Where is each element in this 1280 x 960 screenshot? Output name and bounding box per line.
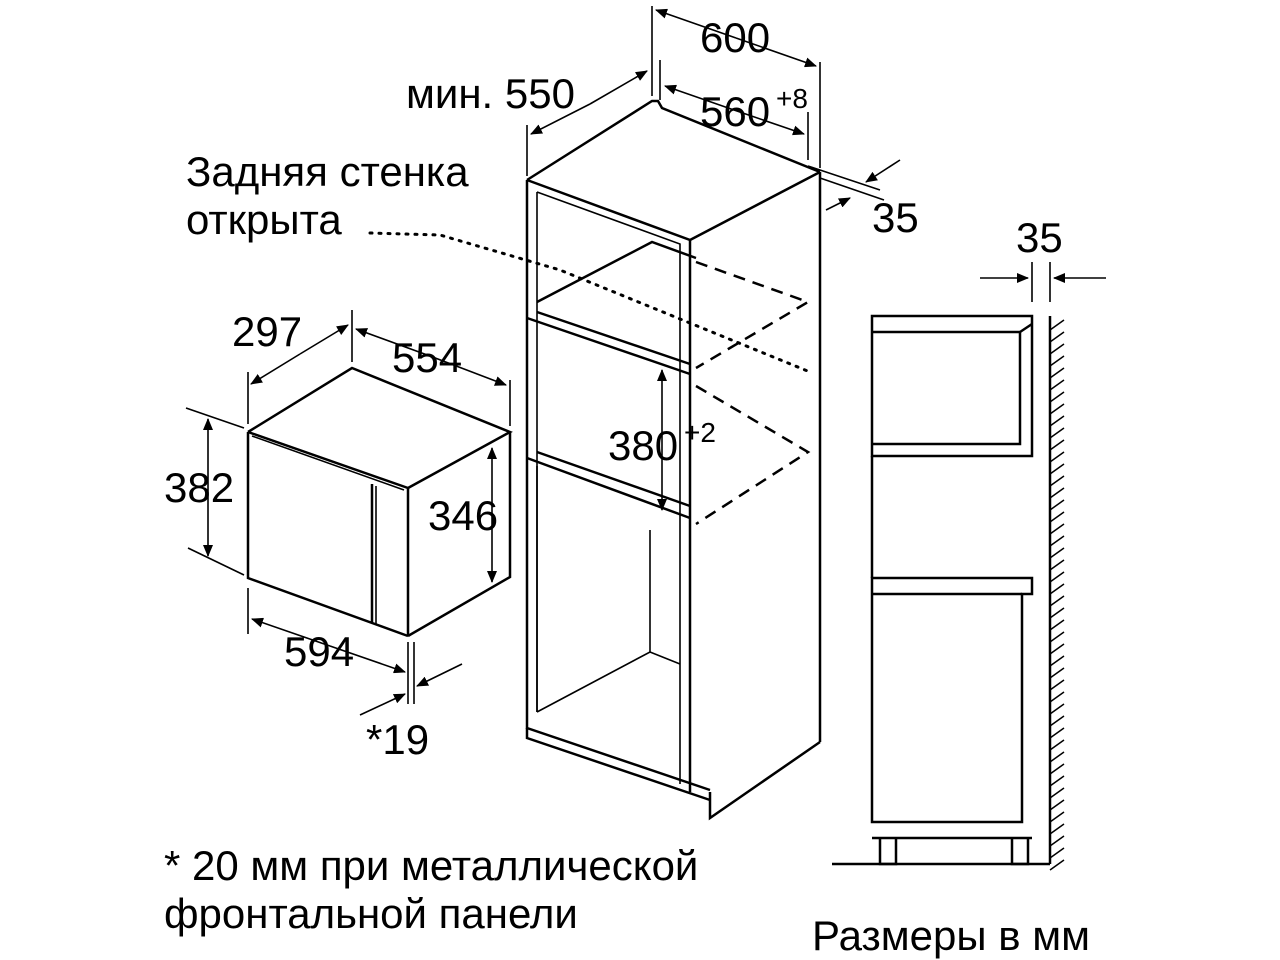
- dim-min-550-label: мин. 550: [406, 70, 575, 117]
- microwave-dimension-lines: [185, 310, 511, 716]
- wall-hatch-line: [1049, 547, 1065, 559]
- wall-hatch-line: [1049, 811, 1065, 823]
- footnote-line2: фронтальной панели: [164, 890, 578, 937]
- wall-hatch-line: [1049, 655, 1065, 667]
- wall-hatch-line: [1049, 643, 1065, 655]
- wall-hatch-line: [1049, 331, 1065, 343]
- wall-hatch-line: [1049, 703, 1065, 715]
- dim-35-side-label: 35: [1016, 214, 1063, 261]
- wall-hatch-line: [1049, 475, 1065, 487]
- wall-hatch-line: [1049, 775, 1065, 787]
- tall-cabinet-drawing: [368, 99, 822, 821]
- microwave-drawing: [246, 366, 513, 638]
- dim-382-label: 382: [164, 464, 234, 511]
- wall-hatch-line: [1049, 607, 1065, 619]
- dim-380-label: 380: [608, 422, 678, 469]
- wall-hatch-line: [1049, 799, 1065, 811]
- wall-hatch-line: [1049, 499, 1065, 511]
- wall-hatch-line: [1049, 739, 1065, 751]
- wall-hatch-line: [1049, 427, 1065, 439]
- wall-hatch-line: [1049, 667, 1065, 679]
- wall-hatch-line: [1049, 415, 1065, 427]
- dim-560-tolerance: +8: [776, 83, 808, 114]
- wall-hatch-line: [1049, 847, 1065, 859]
- wall-hatch-line: [1049, 403, 1065, 415]
- wall-hatch-line: [1049, 343, 1065, 355]
- wall-hatch-line: [1049, 487, 1065, 499]
- wall-hatch-line: [1049, 523, 1065, 535]
- wall-hatching: [1049, 319, 1065, 871]
- wall-hatch-line: [1049, 787, 1065, 799]
- wall-hatch-line: [1049, 751, 1065, 763]
- wall-hatch-line: [1049, 535, 1065, 547]
- wall-hatch-line: [1049, 859, 1065, 871]
- wall-hatch-line: [1049, 355, 1065, 367]
- wall-hatch-line: [1049, 835, 1065, 847]
- units-note: Размеры в мм: [812, 912, 1090, 959]
- side-view-drawing: [832, 262, 1106, 866]
- wall-hatch-line: [1049, 559, 1065, 571]
- rear-wall-note-line2: открыта: [186, 196, 342, 243]
- wall-hatch-line: [1049, 511, 1065, 523]
- dim-380-tolerance: +2: [684, 417, 716, 448]
- dim-346-label: 346: [428, 492, 498, 539]
- cabinet-dimension-lines: [526, 6, 901, 511]
- wall-hatch-line: [1049, 727, 1065, 739]
- dim-594-label: 594: [284, 628, 354, 675]
- wall-hatch-line: [1049, 691, 1065, 703]
- dim-560-label: 560: [700, 88, 770, 135]
- dim-600-label: 600: [700, 14, 770, 61]
- wall-hatch-line: [1049, 391, 1065, 403]
- wall-hatch-line: [1049, 823, 1065, 835]
- dim-19-label: *19: [366, 716, 429, 763]
- dim-297-label: 297: [232, 308, 302, 355]
- wall-hatch-line: [1049, 619, 1065, 631]
- wall-hatch-line: [1049, 679, 1065, 691]
- wall-hatch-line: [1049, 715, 1065, 727]
- footnote-line1: * 20 мм при металлической: [164, 842, 698, 889]
- wall-hatch-line: [1049, 631, 1065, 643]
- wall-hatch-line: [1049, 571, 1065, 583]
- rear-wall-note-line1: Задняя стенка: [186, 148, 469, 195]
- dim-35-top-label: 35: [872, 194, 919, 241]
- wall-hatch-line: [1049, 583, 1065, 595]
- wall-hatch-line: [1049, 319, 1065, 331]
- wall-hatch-line: [1049, 595, 1065, 607]
- dim-554-label: 554: [392, 334, 462, 381]
- wall-hatch-line: [1049, 451, 1065, 463]
- wall-hatch-line: [1049, 763, 1065, 775]
- wall-hatch-line: [1049, 379, 1065, 391]
- wall-hatch-line: [1049, 439, 1065, 451]
- wall-hatch-line: [1049, 367, 1065, 379]
- wall-hatch-line: [1049, 463, 1065, 475]
